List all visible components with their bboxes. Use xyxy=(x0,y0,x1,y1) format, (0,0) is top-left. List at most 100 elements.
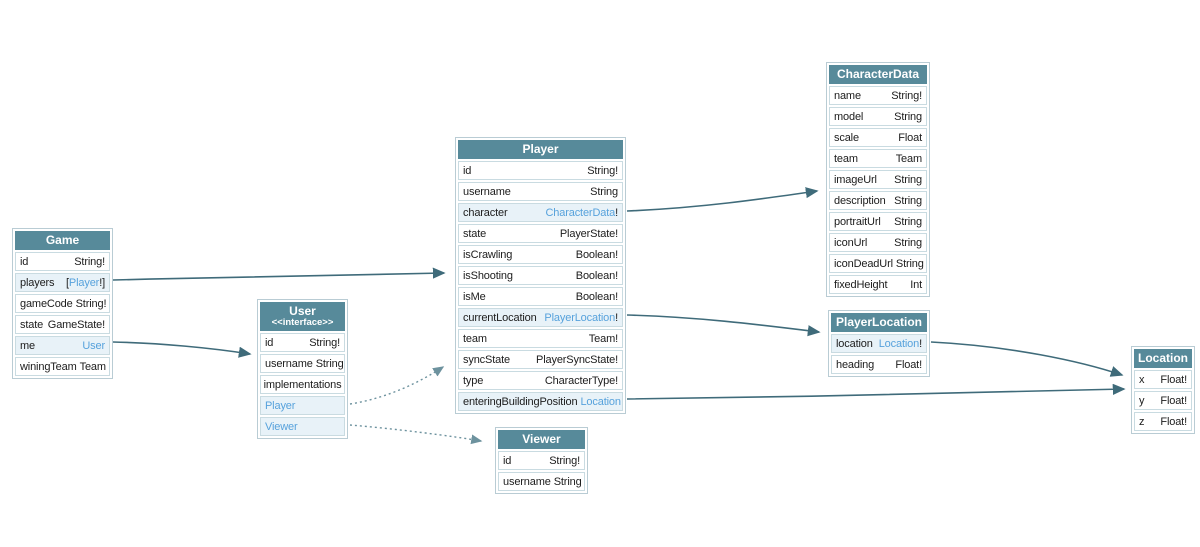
field-row[interactable]: isCrawling Boolean! xyxy=(458,245,623,264)
type-header-game[interactable]: Game xyxy=(15,231,110,250)
field-type: String! xyxy=(549,454,580,467)
field-name: isShooting xyxy=(463,269,513,282)
field-type: [Player!] xyxy=(66,276,105,289)
field-name: fixedHeight xyxy=(834,278,888,291)
field-type: String xyxy=(315,357,344,370)
field-type-link: CharacterData xyxy=(545,206,616,219)
type-title: Game xyxy=(45,233,80,247)
edge-player-character-to-characterdata xyxy=(626,187,819,212)
field-type: String xyxy=(894,110,922,123)
field-row[interactable]: currentLocation PlayerLocation! xyxy=(458,308,623,327)
type-header-location[interactable]: Location xyxy=(1134,349,1192,368)
field-name: z xyxy=(1139,415,1145,428)
field-name: team xyxy=(834,152,858,165)
type-header-user[interactable]: User <<interface>> xyxy=(260,302,345,331)
type-header-player[interactable]: Player xyxy=(458,140,623,159)
field-name: currentLocation xyxy=(463,311,537,324)
type-title: User xyxy=(289,304,316,318)
field-type: Boolean! xyxy=(575,248,618,261)
field-name: isCrawling xyxy=(463,248,513,261)
field-type: Float! xyxy=(1160,394,1187,407)
field-row[interactable]: model String xyxy=(829,107,927,126)
implementation-type-link: Player xyxy=(265,399,296,412)
field-row[interactable]: id String! xyxy=(498,451,585,470)
field-type: Float! xyxy=(895,358,922,371)
implementation-row[interactable]: Player xyxy=(260,396,345,415)
field-name: winingTeam xyxy=(20,360,77,373)
field-row[interactable]: id String! xyxy=(260,333,345,352)
field-name: username xyxy=(463,185,511,198)
field-name: id xyxy=(503,454,512,467)
field-type: PlayerLocation! xyxy=(544,311,618,324)
field-type: String xyxy=(895,257,924,270)
field-name: gameCode xyxy=(20,297,73,310)
type-header-characterdata[interactable]: CharacterData xyxy=(829,65,927,84)
field-name: model xyxy=(834,110,864,123)
implementation-row[interactable]: Viewer xyxy=(260,417,345,436)
field-row[interactable]: fixedHeight Int xyxy=(829,275,927,294)
field-name: enteringBuildingPosition xyxy=(463,395,578,408)
field-type: String xyxy=(553,475,582,488)
field-type: Int xyxy=(910,278,922,291)
field-row[interactable]: players[Player!] xyxy=(15,273,110,292)
field-type: String! xyxy=(309,336,340,349)
field-type: Team xyxy=(79,360,106,373)
field-type: Boolean! xyxy=(575,290,618,303)
field-name: scale xyxy=(834,131,859,144)
field-name: state xyxy=(20,318,44,331)
field-type: String xyxy=(894,236,922,249)
field-name: syncState xyxy=(463,353,510,366)
type-header-viewer[interactable]: Viewer xyxy=(498,430,585,449)
field-type: Float xyxy=(898,131,922,144)
field-name: type xyxy=(463,374,484,387)
field-type: String xyxy=(894,194,922,207)
section-label: implementations xyxy=(263,378,342,391)
edge-user-implementation-viewer xyxy=(349,424,483,445)
field-name: state xyxy=(463,227,487,240)
field-name: username xyxy=(503,475,551,488)
field-type: Team! xyxy=(588,332,618,345)
field-row[interactable]: scale Float xyxy=(829,128,927,147)
field-type: Float! xyxy=(1160,373,1187,386)
field-type: String! xyxy=(891,89,922,102)
type-header-playerlocation[interactable]: PlayerLocation xyxy=(831,313,927,332)
field-type: CharacterData! xyxy=(545,206,619,219)
field-name: id xyxy=(265,336,274,349)
field-type-link: Location xyxy=(580,395,621,408)
field-name: id xyxy=(20,255,29,268)
type-title: CharacterData xyxy=(836,67,920,81)
type-title: Player xyxy=(522,142,559,156)
